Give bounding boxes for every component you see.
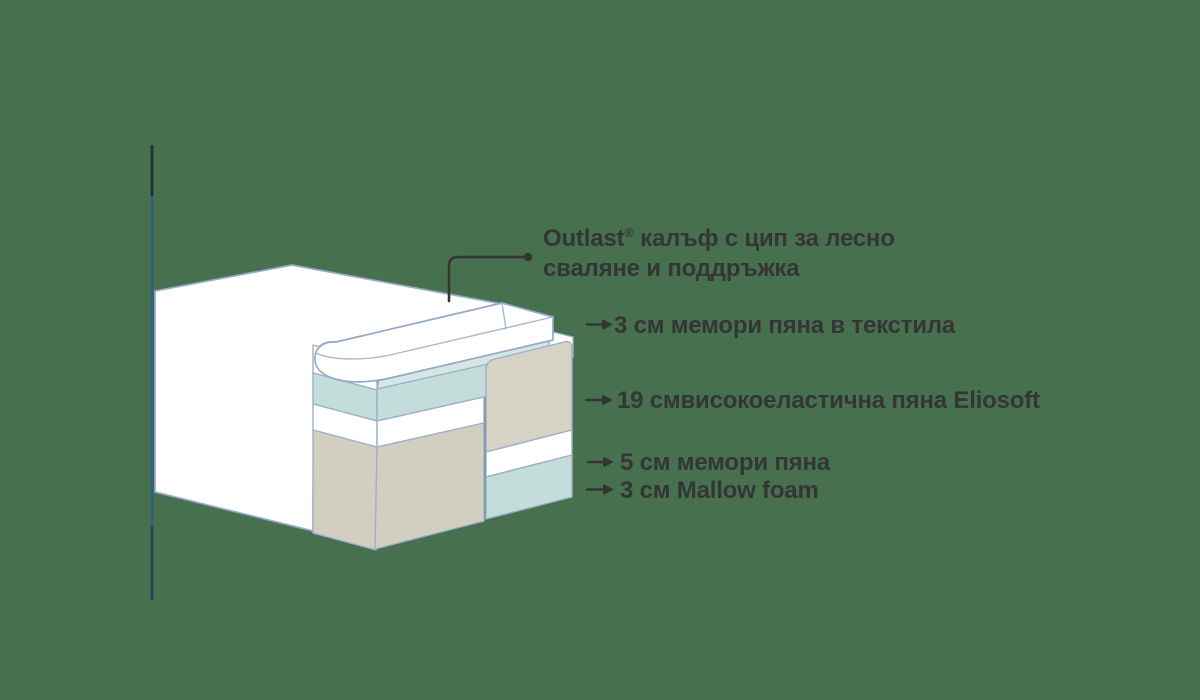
eliosoft-front-face xyxy=(374,422,485,550)
cover-top-pad xyxy=(314,302,554,383)
label-mallow-foam: 3 см Mallow foam xyxy=(620,477,819,504)
brand-name: Outlast xyxy=(543,225,625,252)
label-cover-line1: Outlast® калъф с цип за лесно xyxy=(543,224,895,254)
layer-arrows xyxy=(584,319,613,495)
cover-top-pad-front-crease xyxy=(315,316,554,360)
label-cover-line2: сваляне и поддръжка xyxy=(543,255,800,282)
label-eliosoft-foam: 19 смвисокоеластична пяна Eliosoft xyxy=(617,387,1040,414)
mattress-right-side-face xyxy=(485,340,573,520)
cover-leader-dot xyxy=(523,252,533,262)
label-cover-line1-rest: калъф с цип за лесно xyxy=(633,225,895,252)
arrow-head xyxy=(603,484,613,495)
label-memory-foam: 5 см мемори пяна xyxy=(620,449,830,476)
cover-top-pad-silhouette xyxy=(314,302,554,383)
arrow-eliosoft xyxy=(584,395,612,405)
side-band-eliosoft xyxy=(485,340,573,453)
label-memory-foam-textile: 3 см мемори пяна в текстила xyxy=(614,312,956,339)
cover-top-pad-end-crease xyxy=(501,302,507,330)
arrow-head xyxy=(602,395,612,405)
arrow-memory-foam-textile xyxy=(585,319,612,330)
arrow-head xyxy=(602,319,612,330)
cut-strip-eliosoft-beige xyxy=(312,429,378,551)
arrow-memory-foam xyxy=(586,457,613,467)
label-cover: Outlast® калъф с цип за лесно сваляне и … xyxy=(543,224,895,284)
arrow-mallow-foam xyxy=(585,484,613,495)
cover-leader-line xyxy=(447,255,526,303)
cover-leader xyxy=(447,252,533,303)
registered-mark: ® xyxy=(624,225,634,240)
side-band-mallow-foam xyxy=(485,454,573,520)
arrow-head xyxy=(603,457,613,467)
